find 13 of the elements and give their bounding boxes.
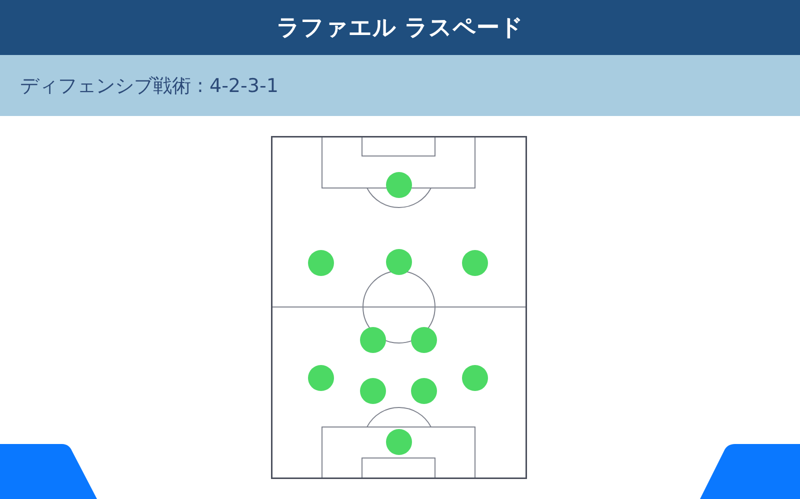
formation-label: ディフェンシブ戦術 : 4-2-3-1 [20, 74, 278, 98]
player-marker [386, 429, 412, 455]
player-marker [411, 378, 437, 404]
player-marker [360, 327, 386, 353]
player-marker [386, 172, 412, 198]
player-marker [308, 250, 334, 276]
page-title: ラファエル ラスペード [276, 14, 524, 43]
player-marker [462, 365, 488, 391]
player-marker [308, 365, 334, 391]
player-marker [360, 378, 386, 404]
player-marker [411, 327, 437, 353]
player-marker [462, 250, 488, 276]
player-marker [386, 249, 412, 275]
